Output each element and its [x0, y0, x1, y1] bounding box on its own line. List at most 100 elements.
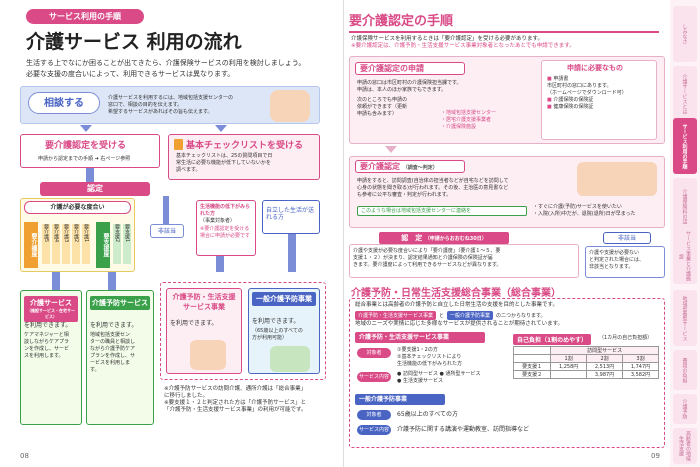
elderly-illustration: [190, 340, 226, 370]
shinsei-text: 申請の窓口は市区町村の介護保険担当課です。申請は、本人のほか家族でもできます。次…: [357, 80, 462, 117]
seikatsu-title: 介護予防・生活支援サービス事業: [355, 332, 485, 343]
decline-box: [196, 200, 256, 256]
needs-box: [541, 60, 657, 140]
footnote: ※介護予防サービスの訪問介護、通所介護は「総合事業」に移行しました。※要支援１・…: [164, 386, 307, 413]
service-yobo-use: を利用できます。: [90, 322, 138, 329]
limit-unit: （1カ月の自己負担額）: [599, 335, 653, 341]
service-label: サービス内容: [357, 372, 391, 382]
yokaigo-label: 要介護度: [24, 222, 38, 268]
service-yobo: [86, 290, 154, 425]
flow-line: [216, 256, 224, 272]
flow-line: [108, 272, 116, 290]
taisho-label: 対象者: [357, 348, 391, 358]
ippan-taisho: 65歳以上のすべての方: [397, 411, 458, 418]
tab-6[interactable]: 費用の負担: [673, 350, 697, 390]
shinsei-places: ・地域包括支援センター・居宅介護支援事業者・介護保険施設: [441, 110, 497, 130]
page-number: 09: [651, 452, 660, 460]
kaigo-levels: 要介護5 要介護4 要介護3 要介護2 要介護1: [42, 224, 90, 264]
nintei-text: 申請をすると、訪問調査(自治体の担当者などが自宅などを訪問して心身の状態を聞き取…: [357, 178, 509, 198]
tab-3[interactable]: 介護保険料の話: [673, 178, 697, 234]
ippan-title: 一般介護予防事業: [355, 394, 445, 405]
hi-text: 介護や支援が必要ないと判定された場合には、非該当となります。: [589, 250, 645, 270]
apply-box: [20, 134, 160, 168]
decline-sub: （事業対象者）: [200, 218, 236, 224]
consult-label: 相談する: [28, 92, 100, 114]
tab-2-active[interactable]: サービス利用の手順: [673, 118, 697, 174]
interview-illustration: [577, 162, 657, 196]
flow-line: [86, 168, 94, 182]
service-seikatsu-use: を利用できます。: [170, 320, 218, 327]
header-badge: サービス利用の手順: [26, 9, 144, 24]
service-text: ● 訪問型サービス ● 通所型サービス● 生活支援サービス: [397, 371, 481, 384]
needs-items: ■ 申請書市区町村の窓口にあります。（ホームページでダウンロード可）■ 介護保険…: [547, 76, 627, 110]
right-title: 要介護認定の手順: [349, 10, 659, 33]
left-page: サービス利用の手順 介護サービス 利用の流れ 生活する上でなにか困ることが出てき…: [0, 0, 344, 467]
flow-line: [288, 234, 296, 272]
sogo-title: 介護予防・日常生活支援総合事業（総合事業）: [351, 288, 561, 299]
sogo-text2: 地域のニーズや実情に応じた多様なサービスが提供されることが期待されています。: [355, 321, 564, 327]
hi-title: 非該当: [603, 232, 651, 244]
ippan-service-label: サービス内容: [357, 425, 391, 435]
service-ippan-use: を利用できます。: [252, 318, 300, 325]
side-tabs: しみなさ 介護サービスとは サービス利用の手順 介護保険料の話 サービス事業と介…: [670, 0, 700, 467]
consult-text: 介護サービスを利用するには、地域包括支援センターの窓口で、相談の目的を伝えます。…: [108, 95, 234, 115]
independent-text: 自立した生活が送れる方: [266, 207, 315, 221]
consult-note: このような場合は地域包括支援センターに連絡を: [357, 206, 527, 216]
right-page: 要介護認定の手順 介護保険サービスを利用するときは「要介護認定」を受ける必要があ…: [345, 0, 670, 467]
arrow-down: [80, 125, 92, 132]
decline-note: ※要介護認定を受ける場合に申請が必要です: [200, 226, 251, 239]
right-intro: 介護保険サービスを利用するときは「要介護認定」を受ける必要があります。※要介護認…: [351, 36, 575, 49]
sogo-text: 総合事業とは高齢者の介護予防と自立した日常生活の支援を目的とした事業です。: [355, 302, 558, 308]
intro: 生活する上でなにか困ることが出てきたら、介護保険サービスの利用を検討しましょう。…: [26, 59, 306, 78]
sogo-box: [349, 298, 665, 448]
service-yobo-title: 介護予防サービス: [90, 296, 150, 310]
service-seikatsu-title: 介護予防・生活支援サービス事業: [172, 293, 236, 311]
flow-line: [163, 196, 169, 224]
result-box: [349, 244, 579, 278]
page-title: 介護サービス 利用の流れ: [26, 31, 242, 53]
cases: ・すぐに介護(予防)サービスを使いたい・入院(入所)中だが、退院(退所)日が早ま…: [533, 204, 636, 217]
service-kaigo-title: 介護サービス（施設サービス・在宅サービス）: [24, 296, 78, 322]
needs-title: 申請に必要なもの: [567, 64, 623, 72]
degree-header: 介護が必要な度合い: [24, 201, 131, 214]
arrow-down: [215, 125, 227, 132]
tab-1[interactable]: 介護サービスとは: [673, 66, 697, 122]
nintei-title: 要介護認定 （調査～判定）: [355, 160, 465, 173]
clipboard-icon: [174, 139, 183, 150]
service-ippan-desc: （65歳以上のすべての方が利用可能）: [252, 328, 303, 341]
page-number: 08: [20, 452, 29, 460]
sogo-two: 介護予防・生活支援サービス事業と 一般介護予防事業の二つからなります。: [355, 311, 546, 320]
result-text: 介護や支援が必要な度合いにより「要介護度」（要介護１～５、要支援１・２）が決まり…: [353, 248, 502, 268]
service-ippan-title: 一般介護予防事業: [252, 292, 316, 306]
flow-line: [52, 272, 60, 290]
exercise-illustration: [270, 346, 310, 372]
tab-0[interactable]: しみなさ: [673, 6, 697, 62]
limit-title: 自己負担（1割のめやす）: [513, 334, 592, 345]
yoshien-label: 要支援度: [96, 222, 110, 268]
service-kaigo-desc: ケアマネジャーと相談しながらケアプランを作成し、サービスを利用します。: [24, 332, 70, 359]
counselor-illustration: [270, 90, 310, 122]
checklist-title: 基本チェックリストを受ける: [186, 141, 304, 151]
ippan-taisho-label: 対象者: [357, 410, 391, 420]
result-title: 認 定 （申請からおおむね30日）: [379, 232, 509, 244]
nintei-label: 認定: [40, 182, 150, 196]
arrow-down: [385, 146, 397, 153]
shinsei-title: 要介護認定の申請: [355, 62, 465, 75]
independent-box: [262, 200, 320, 234]
tab-4[interactable]: サービス事業と介護施設: [673, 228, 697, 284]
gaito-label: 非該当: [150, 224, 184, 238]
service-yobo-desc: 地域包括支援センターの職員と相談しながら介護予防ケアプランを作成し、サービスを利…: [90, 332, 136, 373]
ippan-service: 介護予防に関する講演や運動教室、訪問指導など: [397, 426, 530, 433]
tab-5[interactable]: 地域密着型サービス: [673, 290, 697, 346]
tab-8[interactable]: 高齢者の地域生活支援: [673, 428, 697, 464]
decline-title: 生活機能の低下がみられた方: [200, 204, 251, 217]
shien-levels: 要支援2 要支援1: [113, 224, 131, 264]
service-kaigo-use: を利用できます。: [24, 322, 72, 329]
hi-box: [585, 246, 665, 278]
tab-7[interactable]: 介護予防: [673, 394, 697, 424]
checklist-text: 基本チェックリストは、25の質問項目で日常生活に必要な機能が低下していないかを調…: [176, 153, 273, 173]
apply-title: 要介護認定を受ける: [45, 141, 127, 151]
checklist-box: [168, 134, 320, 180]
